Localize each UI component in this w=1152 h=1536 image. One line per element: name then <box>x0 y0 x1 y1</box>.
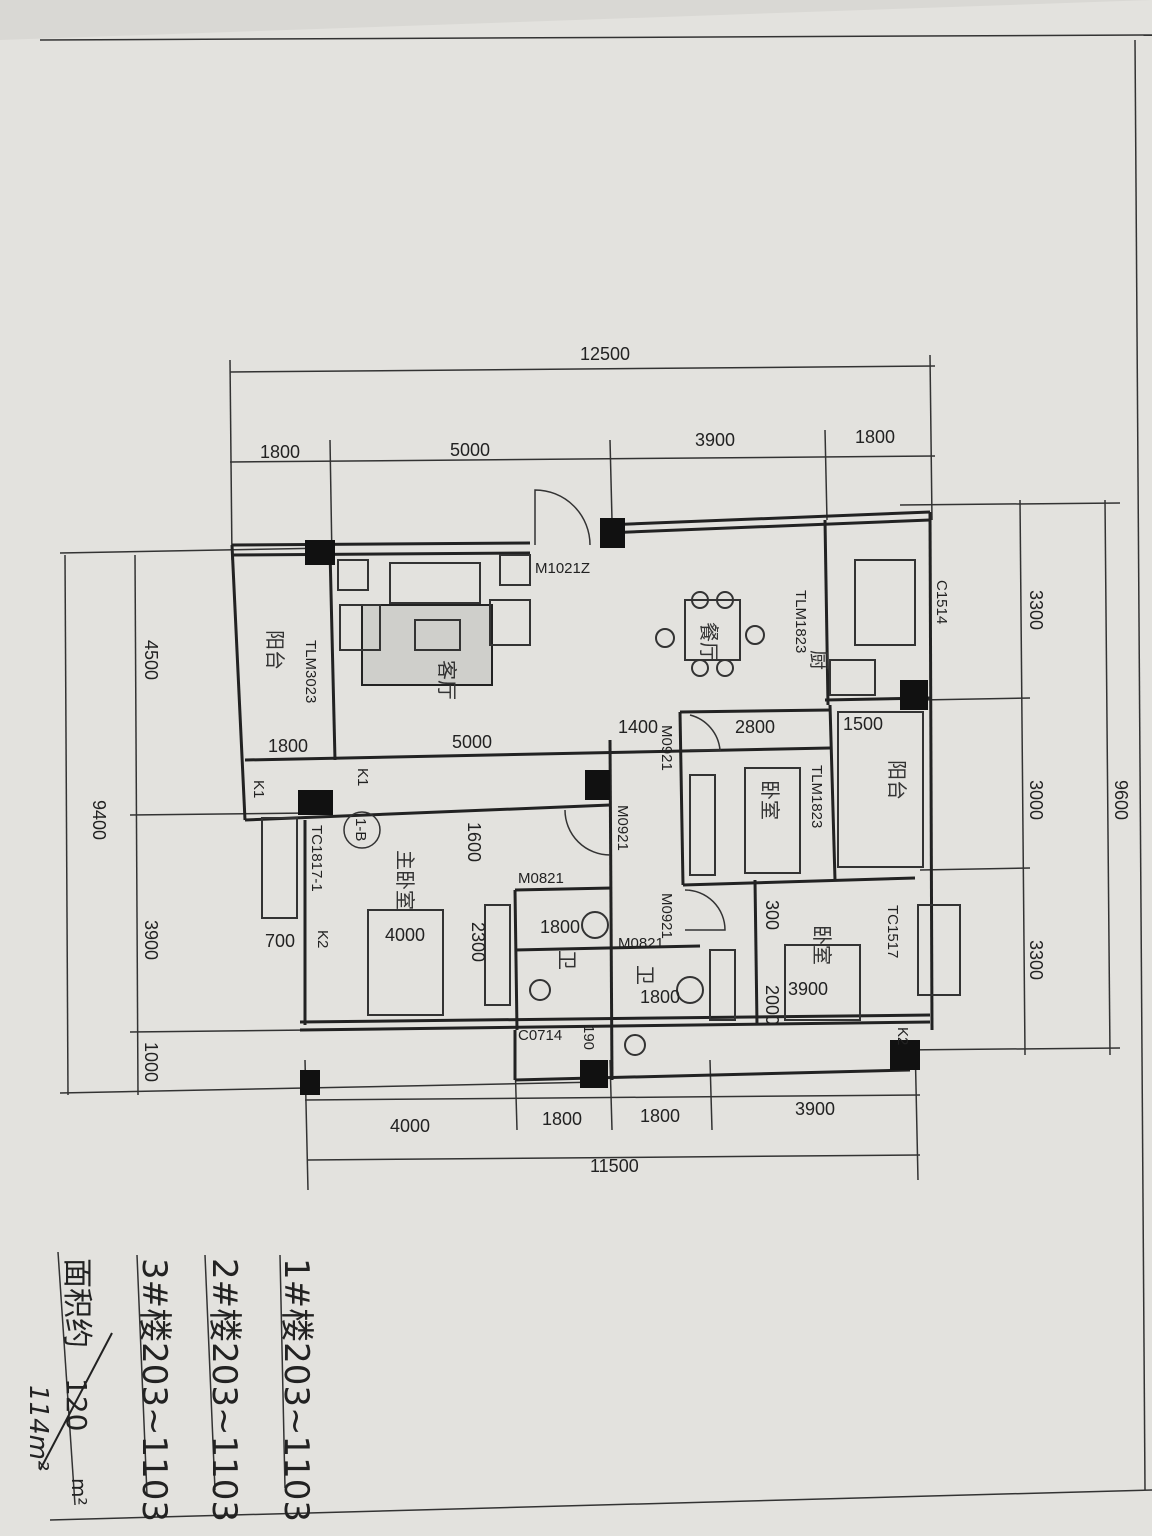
code-k2-b: K2 <box>894 1027 911 1045</box>
code-k1-b: K1 <box>354 768 371 786</box>
inner-bed3-b: 2000 <box>762 985 782 1025</box>
code-balcony-door: TLM3023 <box>302 640 319 703</box>
room-master-bedroom: 主卧室 <box>393 850 417 910</box>
dim-top-3: 3900 <box>695 430 735 450</box>
dim-top-2: 5000 <box>450 440 490 460</box>
room-bath-2: 卫 <box>633 965 657 985</box>
legend-rule-4 <box>57 1251 76 1506</box>
columns <box>298 518 928 1095</box>
inner-master-w: 4000 <box>385 925 425 945</box>
dim-bottom-1: 4000 <box>390 1116 430 1136</box>
legend-rule-1 <box>279 1254 286 1489</box>
legend-area-label: 面积约 <box>59 1258 94 1348</box>
code-bath2-door: M0821 <box>618 935 664 952</box>
inner-master-b: 2300 <box>468 922 488 962</box>
code-bed2-door: M0921 <box>658 725 675 771</box>
dim-bottom-total: 11500 <box>590 1156 639 1176</box>
room-bedroom-3: 卧室 <box>810 925 834 965</box>
dim-left-1: 4500 <box>141 640 161 680</box>
code-master-window: TC1817-1 <box>308 825 325 892</box>
legend-rule-3 <box>136 1254 148 1496</box>
dim-right-total: 9600 <box>1111 780 1131 820</box>
door-swings <box>534 489 726 931</box>
code-bed2-balcony-door: TLM1823 <box>808 765 825 828</box>
code-bath1-door: M0821 <box>518 870 564 887</box>
dim-left-3: 1000 <box>141 1042 161 1082</box>
dim-right-1: 3300 <box>1026 590 1046 630</box>
inner-bath-2: 1800 <box>640 987 680 1007</box>
dim-right-3: 3300 <box>1026 940 1046 980</box>
inner-hall: 1400 <box>618 717 658 737</box>
legend-building-2: 2#楼203~1103 <box>204 1258 244 1522</box>
border-right <box>1134 39 1146 1491</box>
dim-top-total: 12500 <box>580 344 630 364</box>
code-bed3-window: TC1517 <box>884 905 901 958</box>
code-entry-door: M1021Z <box>535 560 590 577</box>
code-bath-window: C0714 <box>518 1027 562 1044</box>
dim-bottom-2: 1800 <box>542 1109 582 1129</box>
inner-balcony-w: 1800 <box>268 736 308 756</box>
section-label: 1-B <box>352 818 369 841</box>
strike-through-mark <box>39 1332 113 1471</box>
inner-bath-1: 1800 <box>540 917 580 937</box>
dimension-lines <box>59 354 1121 1191</box>
dim-left-2: 3900 <box>141 920 161 960</box>
room-balcony-2: 阳台 <box>885 760 909 800</box>
dim-bottom-3: 1800 <box>640 1106 680 1126</box>
dim-right-2: 3000 <box>1026 780 1046 820</box>
code-dining-door: TLM1823 <box>792 590 809 653</box>
dim-top-1: 1800 <box>260 442 300 462</box>
inner-bed3-w: 3900 <box>788 979 828 999</box>
room-balcony-1: 阳台 <box>263 630 287 670</box>
code-bed3-door: M0921 <box>658 893 675 939</box>
room-dining: 餐厅 <box>697 622 721 662</box>
border-top <box>39 34 1152 41</box>
code-k2-a: K2 <box>314 930 331 948</box>
border-bottom <box>49 1489 1152 1521</box>
legend-building-3: 3#楼203~1103 <box>134 1258 174 1522</box>
legend-handwritten-area: 114m² <box>23 1385 53 1470</box>
legend-rule-2 <box>204 1254 216 1491</box>
inner-c-gap: 190 <box>580 1025 597 1050</box>
walls <box>230 510 961 1082</box>
inner-master-a: 1600 <box>464 822 484 862</box>
furniture <box>337 554 916 1056</box>
room-kitchen: 厨 <box>807 650 831 670</box>
room-bedroom-2: 卧室 <box>758 780 782 820</box>
dim-bottom-4: 3900 <box>795 1099 835 1119</box>
legend-area-unit: m² <box>67 1478 91 1506</box>
section-marker <box>343 811 381 849</box>
inner-k-gap: 700 <box>265 931 295 951</box>
inner-bed3-a: 300 <box>762 900 782 930</box>
room-living: 客厅 <box>435 660 459 700</box>
dim-left-total: 9400 <box>89 800 109 840</box>
code-kitchen-window: C1514 <box>933 580 950 624</box>
code-k1-a: K1 <box>250 780 267 798</box>
code-hall-door: M0921 <box>614 805 631 851</box>
room-bath-1: 卫 <box>555 950 579 970</box>
dim-top-4: 1800 <box>855 427 895 447</box>
inner-bed2-w: 2800 <box>735 717 775 737</box>
inner-living-w: 5000 <box>452 732 492 752</box>
legend-building-1: 1#楼203~1103 <box>276 1258 316 1522</box>
inner-balcony2-w: 1500 <box>843 714 883 734</box>
